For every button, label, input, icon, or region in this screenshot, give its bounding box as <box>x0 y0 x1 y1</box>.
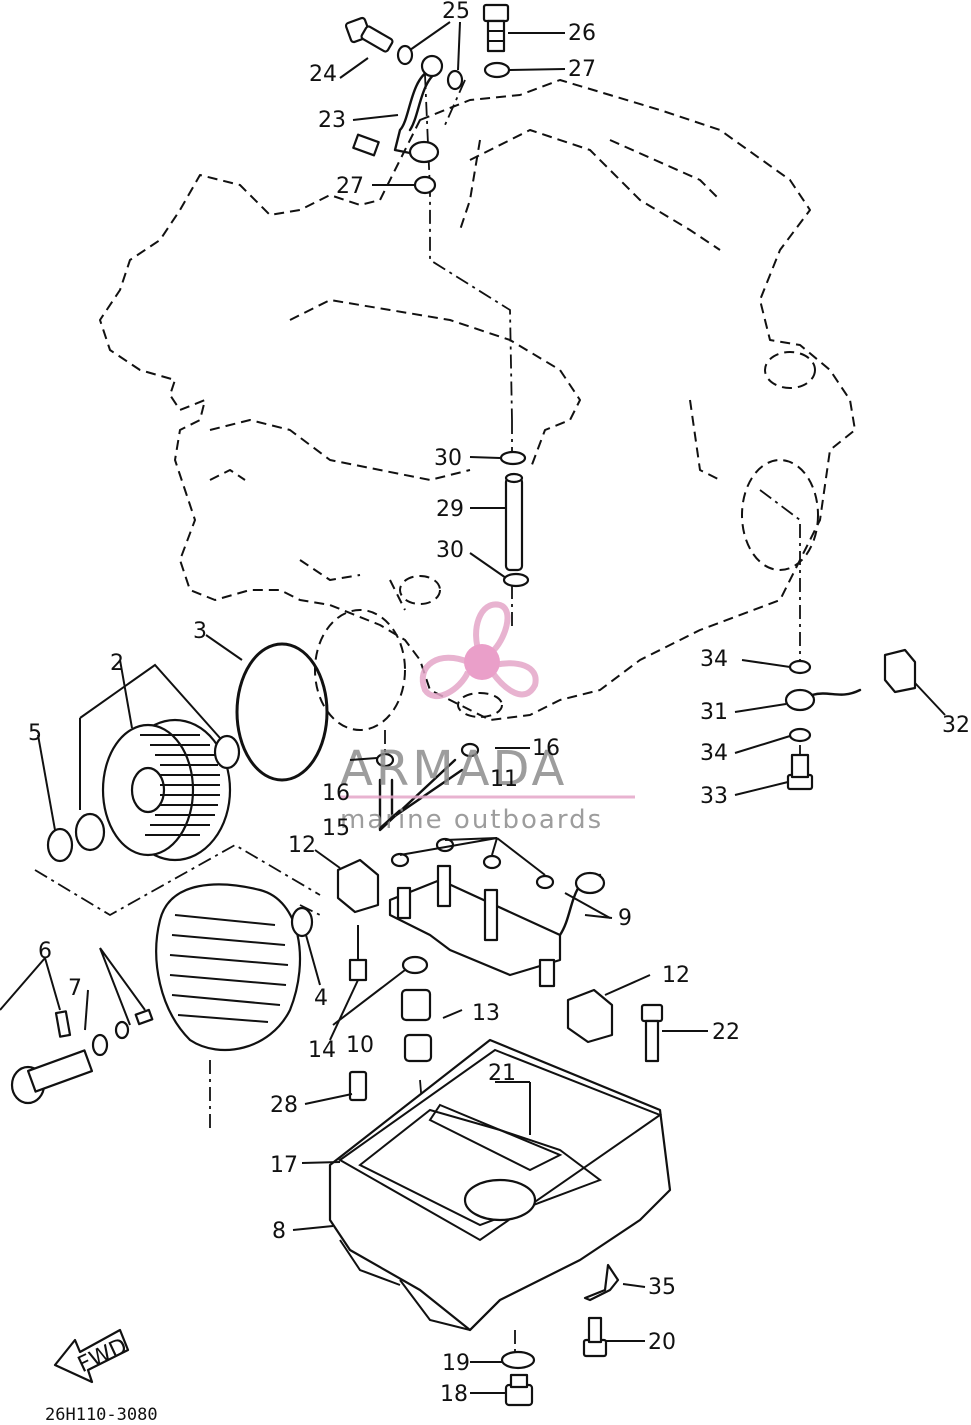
part-label: 29 <box>436 497 464 522</box>
part-label: 26 <box>568 21 596 46</box>
o-ring-3 <box>235 642 329 782</box>
bolts-20-22-28 <box>348 1003 664 1358</box>
part-label: 28 <box>270 1093 298 1118</box>
part-label: 6 <box>38 939 52 964</box>
part-label: 8 <box>272 1219 286 1244</box>
part-label: 20 <box>648 1330 676 1355</box>
part-label: 3 <box>193 619 207 644</box>
part-label: 12 <box>288 833 316 858</box>
part-label: 23 <box>318 108 346 133</box>
strainer-parts-10-13-14 <box>348 925 433 1063</box>
oil-filter-2 <box>101 718 232 862</box>
collar-and-washers-5 <box>46 734 241 863</box>
part-label: 30 <box>436 538 464 563</box>
oil-pan-8 <box>328 1038 672 1332</box>
part-label: 10 <box>346 1033 374 1058</box>
washers-25 <box>396 44 464 91</box>
part-label: 7 <box>68 976 82 1001</box>
part-label: 35 <box>648 1275 676 1300</box>
forward-arrow-icon: FWD <box>53 1328 131 1384</box>
union-bolt-24 <box>344 16 394 53</box>
part-label: 15 <box>322 816 350 841</box>
diagram-code: 26H110-3080 <box>45 1405 158 1425</box>
part-label: 31 <box>700 700 728 725</box>
part-label: 33 <box>700 784 728 809</box>
part-label: 21 <box>488 1061 516 1086</box>
drain-bolt-and-spring-6-7 <box>10 1008 154 1105</box>
bracket-35 <box>583 1263 620 1302</box>
armada-propeller-logo <box>419 601 539 699</box>
part-label: 19 <box>442 1351 470 1376</box>
part-label: 32 <box>942 713 970 738</box>
oil-strainer-manifold-9 <box>388 864 606 988</box>
oil-filter-cover-4 <box>155 883 314 1052</box>
part-number-labels: 24 25 26 27 23 27 30 29 30 3 2 5 6 7 4 9… <box>28 0 970 1407</box>
part-label: 18 <box>440 1382 468 1407</box>
oil-pipe-31-and-bolt-33 <box>784 659 862 791</box>
part-label: 14 <box>308 1038 336 1063</box>
part-label: 16 <box>532 736 560 761</box>
part-label: 16 <box>322 781 350 806</box>
part-label: 27 <box>568 57 596 82</box>
part-label: 34 <box>700 741 728 766</box>
watermark-tagline: marine outboards <box>340 805 603 835</box>
part-label: 11 <box>490 767 518 792</box>
oil-delivery-pipe-23 <box>352 54 444 164</box>
rubber-dampers-12 <box>336 648 917 1044</box>
bolt-26 <box>482 3 510 53</box>
part-label: 25 <box>442 0 470 24</box>
part-label: 24 <box>309 62 337 87</box>
part-label: 34 <box>700 647 728 672</box>
part-label: 2 <box>110 651 124 676</box>
part-label: 27 <box>336 174 364 199</box>
part-label: 30 <box>434 446 462 471</box>
part-label: 5 <box>28 721 42 746</box>
pipe-29-with-orings-30 <box>499 450 530 588</box>
drain-bolt-18-washer-19 <box>500 1350 536 1407</box>
washers-27 <box>413 61 511 195</box>
watermark-brand: ARMADA <box>340 741 567 797</box>
part-label: 4 <box>314 986 328 1011</box>
part-label: 22 <box>712 1020 740 1045</box>
part-label: 13 <box>472 1001 500 1026</box>
part-label: 17 <box>270 1153 298 1178</box>
part-label: 12 <box>662 963 690 988</box>
part-label: 9 <box>618 906 632 931</box>
engine-crankcase-outline <box>99 79 856 731</box>
leader-lines <box>0 21 946 1394</box>
armada-watermark: ARMADA marine outboards <box>340 601 635 835</box>
